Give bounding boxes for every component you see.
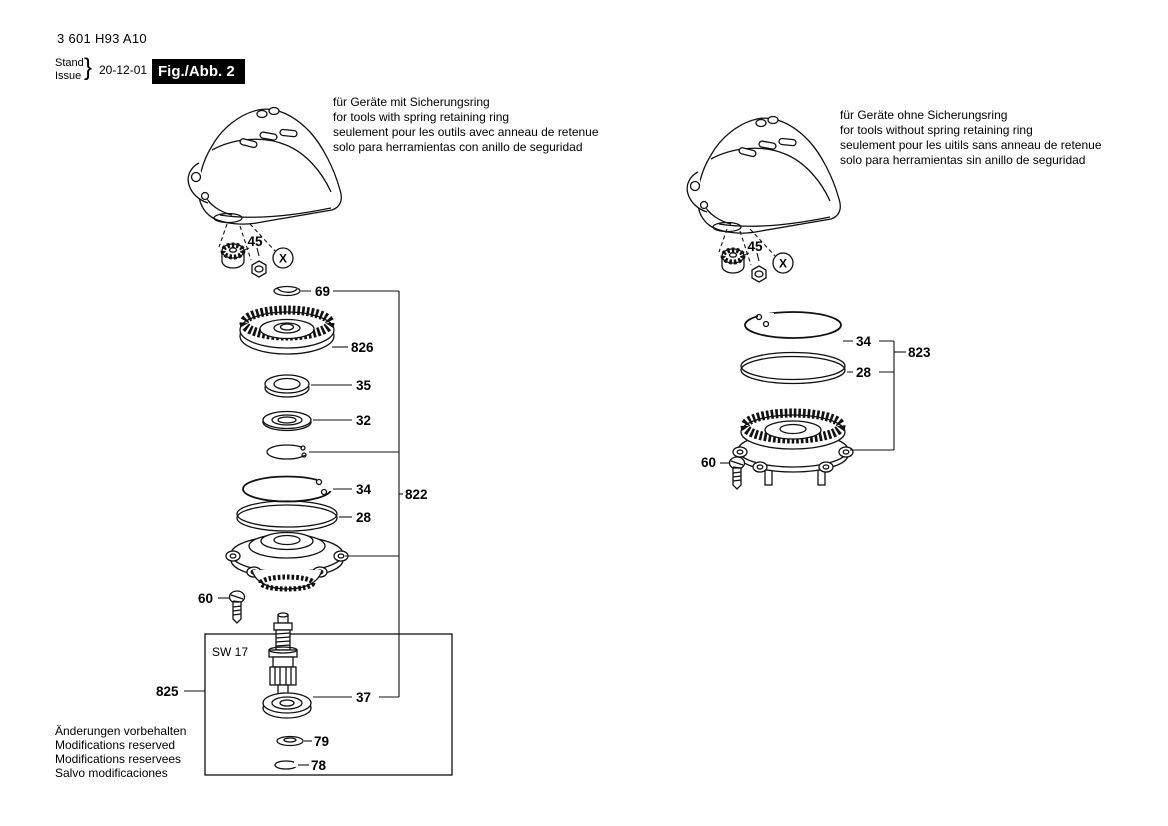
part-label-45-right: 45	[747, 239, 763, 254]
modifications-note: Änderungen vorbehalten Modifications res…	[55, 724, 186, 780]
left-ring-28	[236, 500, 338, 532]
footer-line-en: Modifications reserved	[55, 738, 176, 752]
part-label-45-left: 45	[247, 234, 263, 249]
left-note-line-en: for tools with spring retaining ring	[333, 110, 510, 124]
part-label-822: 822	[405, 487, 428, 502]
left-screw-60	[228, 590, 246, 624]
part-label-69: 69	[315, 284, 330, 299]
right-assembly-note: für Geräte ohne Sicherungsring for tools…	[840, 108, 1102, 168]
footer-line-es: Salvo modificaciones	[55, 766, 168, 780]
revision-label-issue: Issue	[55, 70, 82, 82]
part-label-825: 825	[156, 684, 179, 699]
left-note-line-es: solo para herramientas con anillo de seg…	[333, 140, 583, 154]
left-circlip	[266, 444, 312, 460]
left-bearing-flange	[225, 531, 349, 592]
part-label-34-left: 34	[356, 482, 372, 497]
right-leader-lines	[720, 340, 906, 464]
revision-brace: }	[84, 54, 93, 81]
right-pinion-nut-cluster	[719, 229, 793, 282]
left-assembly-note: für Geräte mit Sicherungsring for tools …	[333, 95, 599, 155]
part-label-28-left: 28	[356, 510, 372, 525]
part-label-32: 32	[356, 413, 371, 428]
left-bearing-37	[262, 692, 312, 719]
left-bevel-gear-826	[239, 305, 335, 355]
left-seal-32	[262, 410, 312, 432]
left-note-line-fr: seulement pour les outils avec anneau de…	[333, 125, 599, 139]
part-label-35: 35	[356, 378, 372, 393]
right-note-line-en: for tools without spring retaining ring	[840, 123, 1033, 137]
part-label-60-right: 60	[701, 455, 716, 470]
footer-line-fr: Modifications reservees	[55, 752, 182, 766]
left-assembly: 45 X 69 826 35 32 34 28 822 60 SW 17 825…	[156, 106, 453, 776]
right-ring-28	[740, 351, 846, 385]
left-retaining-ring-34	[242, 475, 333, 503]
figure-label: Fig./Abb. 2	[152, 59, 245, 84]
left-spring-washer-69	[273, 285, 301, 297]
wrench-size-label: SW 17	[212, 645, 248, 659]
left-housing	[187, 106, 342, 225]
revision-label-stand: Stand	[55, 57, 84, 69]
left-washer-79	[276, 735, 304, 747]
right-retaining-ring-34	[744, 311, 842, 339]
right-note-line-fr: seulement pour les uitils sans anneau de…	[840, 138, 1102, 152]
x-marker-right: X	[779, 257, 787, 271]
right-housing	[686, 115, 841, 234]
part-label-60-left: 60	[198, 591, 213, 606]
part-label-37: 37	[356, 690, 371, 705]
right-note-line-es: solo para herramientas sin anillo de seg…	[840, 153, 1086, 167]
part-label-34-right: 34	[856, 334, 872, 349]
right-note-line-de: für Geräte ohne Sicherungsring	[840, 108, 1008, 122]
part-label-823: 823	[908, 345, 931, 360]
kit-box-825	[204, 633, 453, 776]
part-label-826: 826	[351, 340, 374, 355]
left-spindle	[268, 612, 298, 698]
revision-date: 20-12-01	[99, 63, 148, 77]
right-gear-flange-assembly	[732, 408, 854, 486]
part-label-78: 78	[311, 758, 327, 773]
left-note-line-de: für Geräte mit Sicherungsring	[333, 95, 490, 109]
part-number: 3 601 H93 A10	[57, 31, 147, 46]
part-label-28-right: 28	[856, 365, 872, 380]
part-label-79: 79	[314, 734, 329, 749]
left-pinion-nut-cluster	[219, 224, 293, 277]
revision-labels: Stand Issue	[55, 57, 84, 83]
left-ring-78	[274, 760, 301, 770]
right-screw-60	[728, 456, 746, 490]
right-assembly: 45 X 34 28 823 60	[686, 115, 931, 490]
footer-line-de: Änderungen vorbehalten	[55, 724, 187, 738]
left-bearing-35	[264, 374, 310, 398]
x-marker-left: X	[279, 252, 287, 266]
left-leader-lines	[184, 290, 403, 766]
